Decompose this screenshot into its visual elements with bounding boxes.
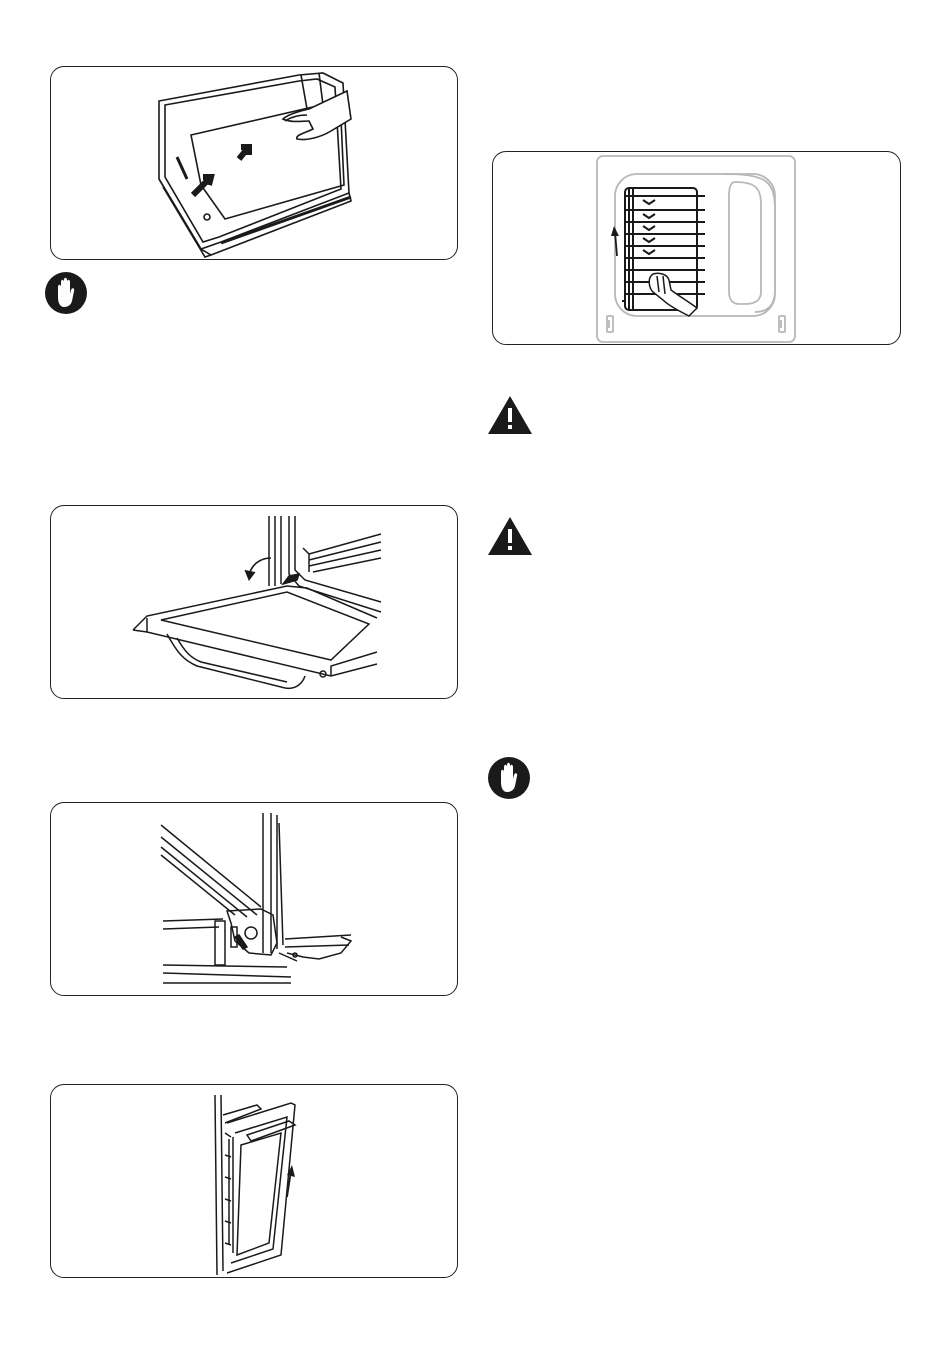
- door-glass-slide-out-illustration: [51, 67, 459, 261]
- hinge-closeup-illustration: [51, 803, 459, 997]
- warning-triangle-icon: [487, 515, 533, 557]
- hand-stop-icon: [44, 271, 88, 315]
- side-rack-removal-illustration: [493, 152, 902, 346]
- figure-door-lift-off: [50, 1084, 458, 1278]
- door-hinge-lever-illustration: [51, 506, 459, 700]
- figure-door-hinge-open: [50, 505, 458, 699]
- figure-shelf-rack-removal: [492, 151, 901, 345]
- figure-glass-panel-removal: [50, 66, 458, 260]
- door-lift-off-illustration: [51, 1085, 459, 1279]
- figure-hinge-detail: [50, 802, 458, 996]
- warning-triangle-icon: [487, 394, 533, 436]
- hand-stop-icon: [487, 756, 531, 800]
